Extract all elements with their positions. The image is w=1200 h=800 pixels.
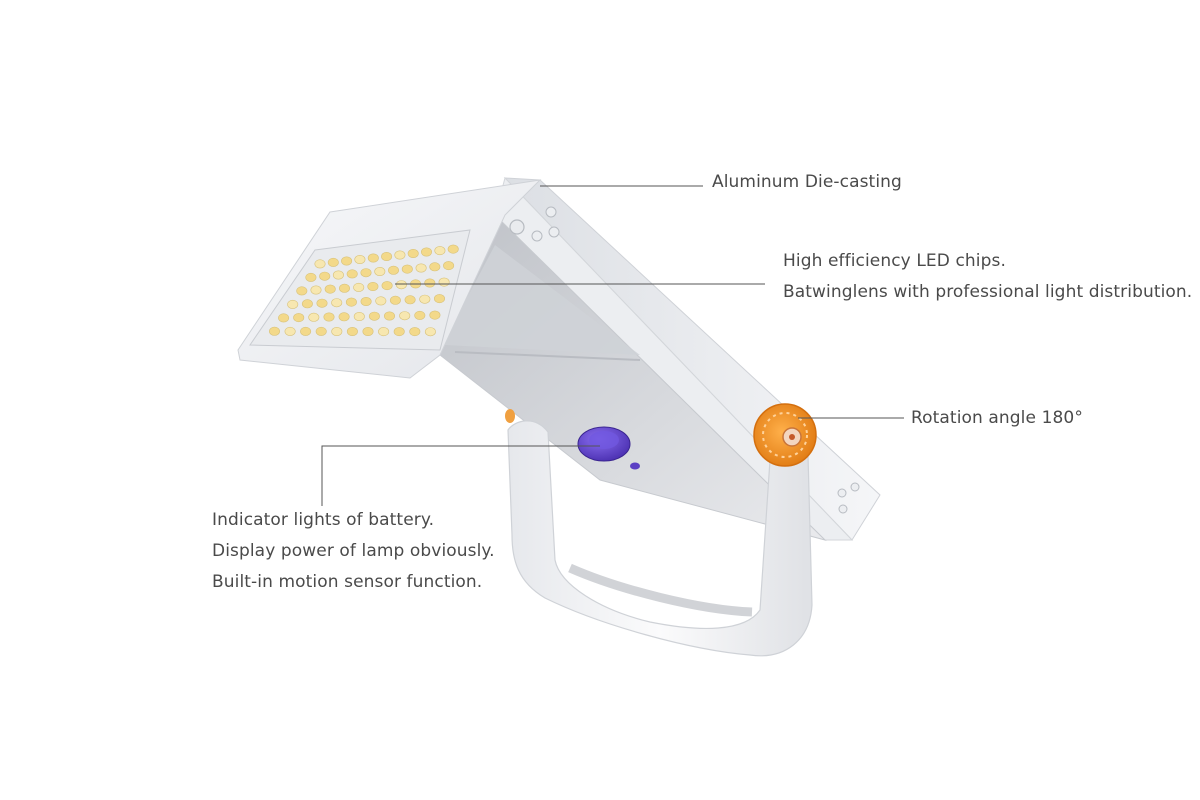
- led-panel: [237, 179, 542, 379]
- callout-rotation: Rotation angle 180°: [911, 403, 1083, 434]
- main-housing: [439, 177, 881, 541]
- led-chip: [301, 299, 313, 309]
- led-chip: [395, 280, 407, 290]
- led-chip: [327, 257, 339, 267]
- led-chip: [331, 298, 343, 308]
- led-chip: [367, 253, 379, 263]
- led-chip: [433, 294, 445, 304]
- led-chip: [387, 265, 399, 275]
- led-chip: [424, 327, 436, 337]
- led-chip: [300, 326, 312, 336]
- leader-battery: [321, 445, 600, 506]
- callout-led-line-2: Batwinglens with professional light dist…: [783, 282, 1193, 302]
- led-chip: [401, 264, 413, 274]
- led-chip: [404, 295, 416, 305]
- led-chip: [378, 327, 390, 337]
- led-chip: [407, 249, 419, 259]
- led-chip: [305, 272, 317, 282]
- led-chip: [314, 259, 326, 269]
- led-chip: [316, 298, 328, 308]
- led-chip: [360, 268, 372, 278]
- led-chip: [374, 266, 386, 276]
- led-chip: [353, 282, 365, 292]
- led-chip: [447, 244, 459, 254]
- led-chip: [381, 252, 393, 262]
- led-chip: [415, 263, 427, 273]
- led-chip: [383, 311, 395, 321]
- callout-housing-line-1: Aluminum Die-casting: [712, 172, 902, 192]
- callout-led-line-1: High efficiency LED chips.: [783, 251, 1006, 271]
- led-chip: [315, 326, 327, 336]
- led-chip: [278, 313, 290, 323]
- led-chip: [338, 312, 350, 322]
- led-chip: [345, 297, 357, 307]
- callout-battery-line-1: Indicator lights of battery.: [212, 510, 435, 530]
- led-chip: [434, 246, 446, 256]
- led-chip: [296, 286, 308, 296]
- led-chip: [323, 312, 335, 322]
- led-chip: [438, 277, 450, 287]
- led-chip: [389, 295, 401, 305]
- led-chip: [414, 310, 426, 320]
- led-chip: [308, 312, 320, 322]
- mounting-bracket: [505, 409, 813, 657]
- led-chip: [393, 327, 405, 337]
- callout-battery-line-3: Built-in motion sensor function.: [212, 572, 483, 592]
- led-chip: [338, 283, 350, 293]
- led-chip: [319, 271, 331, 281]
- led-chip: [284, 326, 296, 336]
- housing-screws: [509, 206, 860, 514]
- led-chip: [268, 326, 280, 336]
- led-chip: [381, 281, 393, 291]
- led-chip: [332, 270, 344, 280]
- callout-led: High efficiency LED chips. Batwinglens w…: [783, 246, 1192, 308]
- led-chip: [420, 247, 432, 257]
- callout-rotation-line-1: Rotation angle 180°: [911, 408, 1083, 428]
- callout-battery-line-2: Display power of lamp obviously.: [212, 541, 495, 561]
- led-chip: [429, 262, 441, 272]
- led-chip: [341, 256, 353, 266]
- battery-indicator: [577, 426, 640, 470]
- callout-housing: Aluminum Die-casting: [712, 167, 902, 198]
- led-chip: [310, 285, 322, 295]
- led-chip: [419, 294, 431, 304]
- leader-lines: [321, 185, 904, 506]
- led-chip: [394, 250, 406, 260]
- led-chip: [443, 261, 455, 271]
- led-chip: [399, 311, 411, 321]
- led-chip: [331, 326, 343, 336]
- led-chip: [375, 296, 387, 306]
- led-chip: [346, 326, 358, 336]
- led-chip: [409, 327, 421, 337]
- rotation-knob: [753, 403, 817, 467]
- led-chip: [368, 311, 380, 321]
- led-chip: [346, 269, 358, 279]
- led-chip: [367, 281, 379, 291]
- led-chip: [293, 313, 305, 323]
- callout-battery: Indicator lights of battery. Display pow…: [212, 505, 495, 598]
- led-chip: [424, 278, 436, 288]
- led-chip-grid: [268, 244, 459, 337]
- led-chip: [429, 310, 441, 320]
- led-chip: [360, 296, 372, 306]
- led-chip: [353, 311, 365, 321]
- led-chip: [362, 326, 374, 336]
- led-chip: [287, 299, 299, 309]
- led-chip: [324, 284, 336, 294]
- led-chip: [354, 255, 366, 265]
